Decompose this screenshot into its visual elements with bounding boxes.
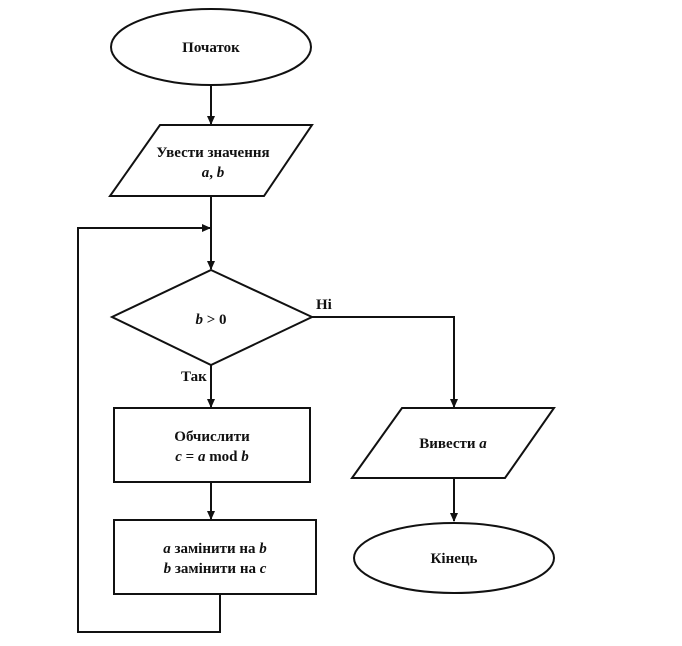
end-terminator-shape (353, 522, 555, 594)
replace-text: замінити на (171, 561, 260, 577)
var-b: b (164, 561, 172, 577)
end-node: Кінець (353, 522, 555, 594)
var-b: b (217, 165, 225, 181)
input-io-shape (108, 124, 314, 197)
var-a: a (163, 541, 171, 557)
start-node: Початок (110, 8, 312, 86)
output-node: Вивести a (350, 407, 556, 479)
var-c: c (260, 561, 267, 577)
condition-operator: > 0 (203, 312, 227, 328)
edge-condition-to-output (312, 316, 458, 408)
compute-process-shape (113, 407, 311, 483)
condition-node: b > 0 (109, 268, 315, 367)
edge-label-yes: Так (181, 369, 207, 385)
replace-label-line2: b замінити на c (164, 561, 267, 577)
var-b: b (259, 541, 267, 557)
condition-label: b > 0 (195, 312, 226, 328)
replace-text: замінити на (171, 541, 260, 557)
mod-operator: mod (205, 449, 241, 465)
start-terminator-shape (110, 8, 312, 86)
output-io-shape (350, 407, 556, 479)
input-label-line1: Увести значення (156, 145, 269, 161)
var-a: a (479, 436, 487, 452)
edge-loop-back-to-condition (77, 224, 221, 633)
replace-label-line1: a замінити на b (163, 541, 267, 557)
var-a: a (198, 449, 206, 465)
start-label: Початок (182, 40, 240, 56)
compute-label-line1: Обчислити (174, 429, 250, 445)
var-b: b (241, 449, 249, 465)
separator: , (209, 165, 217, 181)
replace-node: a замінити на b b замінити на c (113, 519, 317, 595)
edge-label-no: Ні (316, 297, 332, 313)
compute-label-line2: c = a mod b (175, 449, 249, 465)
input-node: Увести значення a, b (108, 124, 314, 197)
output-text: Вивести (419, 436, 479, 452)
output-label: Вивести a (419, 436, 487, 452)
input-label-line2: a, b (202, 165, 225, 181)
var-a: a (202, 165, 210, 181)
var-c: c (175, 449, 182, 465)
compute-node: Обчислити c = a mod b (113, 407, 311, 483)
end-label: Кінець (431, 551, 478, 567)
equals-sign: = (182, 449, 198, 465)
replace-process-shape (113, 519, 317, 595)
var-b: b (195, 312, 203, 328)
